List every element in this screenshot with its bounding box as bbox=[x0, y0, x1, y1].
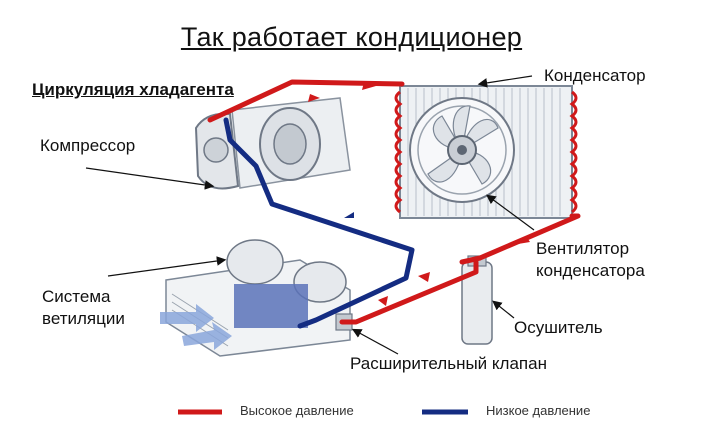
condenser-pointer bbox=[477, 75, 533, 88]
diagram-subtitle: Циркуляция хладагента bbox=[32, 80, 234, 99]
ventilation-unit bbox=[160, 239, 351, 357]
ventilation-pointer bbox=[107, 256, 227, 277]
legend-low-label: Низкое давление bbox=[486, 403, 591, 418]
fan-label: Вентилятор конденсатора bbox=[536, 238, 645, 282]
dryer-pointer bbox=[492, 300, 515, 319]
ventilation-label-line1: Система bbox=[42, 287, 111, 306]
compressor-unit bbox=[194, 97, 351, 190]
flow-arrows bbox=[308, 82, 530, 306]
compressor-label: Компрессор bbox=[40, 136, 136, 155]
ventilation-label-line2: ветиляции bbox=[42, 309, 125, 328]
diagram-title: Так работает кондиционер bbox=[180, 22, 523, 52]
dryer-label: Осушитель bbox=[514, 318, 603, 337]
valve-pointer bbox=[351, 328, 399, 355]
fan-label-line2: конденсатора bbox=[536, 261, 645, 280]
legend-high-label: Высокое давление bbox=[240, 403, 354, 418]
valve-label: Расширительный клапан bbox=[350, 354, 547, 373]
condenser-label: Конденсатор bbox=[544, 66, 646, 85]
low-pressure-line bbox=[223, 117, 415, 329]
ventilation-label: Система ветиляции bbox=[42, 286, 125, 330]
fan-pointer bbox=[486, 194, 535, 231]
condenser-fan bbox=[409, 97, 515, 203]
compressor-pointer bbox=[85, 167, 215, 190]
fan-label-line1: Вентилятор bbox=[536, 239, 630, 258]
